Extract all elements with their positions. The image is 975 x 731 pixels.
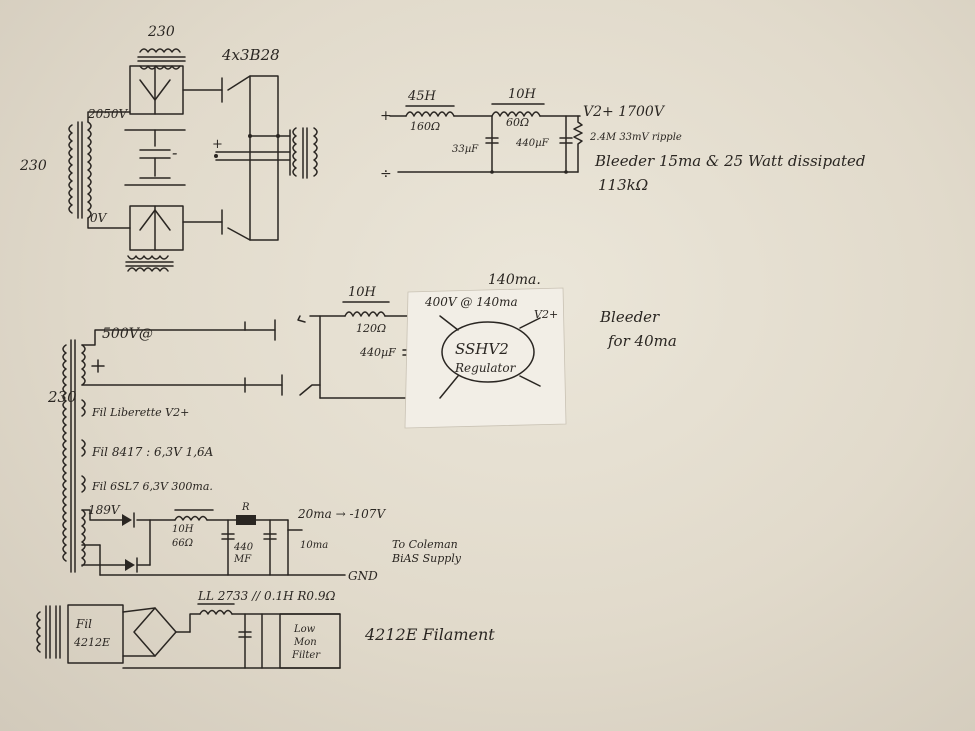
bias-cap-label: 440 xyxy=(233,542,254,553)
filament-4212e-secondary-box xyxy=(67,604,124,664)
bias-diode-2 xyxy=(125,559,135,571)
filament-4212e-sec-2: 4212E xyxy=(73,636,110,649)
ripple-label: 2.4M 33mV ripple xyxy=(589,132,682,143)
filament-1-label: Fil Liberette V2+ xyxy=(91,406,189,419)
lv-choke-resistance: 120Ω xyxy=(356,322,386,335)
ground-symbol: ÷ xyxy=(380,166,392,182)
filter-box-line-2: Mon xyxy=(293,637,317,648)
filament-3-label: Fil 6SL7 6,3V 300ma. xyxy=(91,480,213,493)
regulator-output-label: V2+ xyxy=(534,308,558,321)
choke-45h xyxy=(405,111,455,117)
filter-box-line-3: Filter xyxy=(291,650,321,661)
bleeder-note: Bleeder 15ma & 25 Watt dissipated xyxy=(594,152,866,170)
minus-sign: - xyxy=(172,143,177,162)
hv-rectifier-section: 230 230 4x3B28 2050V 0V - + xyxy=(19,24,318,272)
gnd-label: GND xyxy=(348,569,378,583)
lv-primary-coil xyxy=(62,344,67,562)
bias-diode-1 xyxy=(122,514,132,526)
cap1-label: 33µF xyxy=(452,144,479,155)
top-bridge xyxy=(129,65,184,115)
filament-choke-label: LL 2733 // 0.1H R0.9Ω xyxy=(197,589,335,603)
bias-choke xyxy=(174,515,208,521)
filter-in-plus: + xyxy=(380,108,392,124)
secondary-bottom-label: 0V xyxy=(90,211,108,225)
choke1-resistance: 160Ω xyxy=(410,120,440,133)
lv-primary-label: 230 xyxy=(47,388,77,406)
plus-sign: + xyxy=(212,137,223,152)
lv-secondary-label: 500V@ xyxy=(102,326,153,342)
bias-secondary-label: 189V xyxy=(88,503,121,517)
lv-choke-label: 10H xyxy=(348,285,377,300)
lv-cap-label: 440µF xyxy=(359,346,396,359)
primary-left-label: 230 xyxy=(19,158,47,174)
bias-output-label: 20ma → -107V xyxy=(297,507,386,521)
hv-output-label: V2+ 1700V xyxy=(583,104,666,120)
choke1-label: 45H xyxy=(407,89,437,104)
regulator-outline xyxy=(441,321,535,383)
choke2-label: 10H xyxy=(508,87,537,102)
bleeder-resistor xyxy=(573,115,583,173)
bottom-bridge xyxy=(129,205,184,251)
bleeder-resistance: 113kΩ xyxy=(598,176,648,194)
filament-bridge xyxy=(133,607,177,657)
bias-note-1: To Coleman xyxy=(392,538,458,551)
lv-current-label: 140ma. xyxy=(488,272,541,288)
lv-choke xyxy=(344,311,386,317)
filament-2-label: Fil 8417 : 6,3V 1,6A xyxy=(91,445,214,459)
filament-4212e-sec-1: Fil xyxy=(75,617,92,631)
bias-note-2: BiAS Supply xyxy=(391,552,462,565)
bias-choke-label: 10H xyxy=(172,524,194,535)
bias-supply-section: 189V 10H 66Ω R 440 MF 20ma → -107V 10ma … xyxy=(81,502,462,583)
bias-bleed-label: 10ma xyxy=(300,540,328,551)
regulator-name: SSHV2 xyxy=(455,340,509,358)
filament-choke xyxy=(199,609,233,615)
top-transformer-primary xyxy=(139,48,181,53)
primary-top-label: 230 xyxy=(147,24,175,40)
bias-resistor-label: R xyxy=(241,502,250,513)
lv-supply-section: 230 500V@ 10H 120Ω 440µF 140ma. 400V @ 1… xyxy=(47,272,677,573)
cap2-label: 440µF xyxy=(515,138,550,149)
lv-bleeder-label: Bleeder xyxy=(599,308,660,326)
filter-box-line-1: Low xyxy=(293,624,316,635)
left-transformer-primary xyxy=(68,124,73,214)
lv-bleeder-label-2: for 40ma xyxy=(607,332,677,350)
secondary-top-label: 2050V xyxy=(87,107,129,121)
regulator-input-label: 400V @ 140ma xyxy=(424,295,518,309)
hv-filter-section: + ÷ 45H 160Ω 33µF 10H 60Ω 440µF V2+ 1700… xyxy=(380,87,866,194)
bias-cap-unit: MF xyxy=(233,554,252,565)
choke-10h xyxy=(491,111,541,117)
regulator-name-2: Regulator xyxy=(454,361,517,375)
choke2-resistance: 60Ω xyxy=(506,116,529,129)
filament-4212e-label: 4212E Filament xyxy=(364,625,495,644)
regulator-sticky-note xyxy=(404,287,567,429)
filament-4212e-section: Fil 4212E LL 2733 // 0.1H R0.9Ω Low Mon … xyxy=(36,589,495,669)
tube-label: 4x3B28 xyxy=(221,46,280,64)
bias-choke-resistance: 66Ω xyxy=(172,538,193,549)
filament-windings: Fil Liberette V2+ Fil 8417 : 6,3V 1,6A F… xyxy=(81,399,214,493)
bias-resistor xyxy=(236,515,256,525)
